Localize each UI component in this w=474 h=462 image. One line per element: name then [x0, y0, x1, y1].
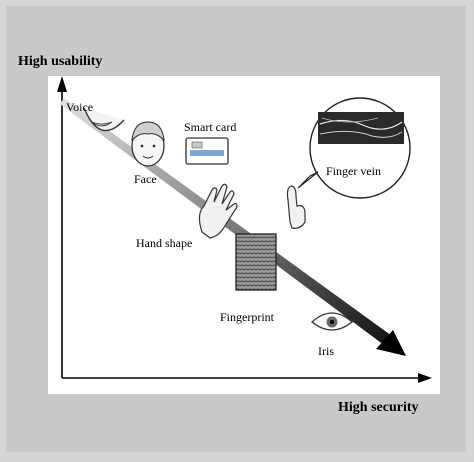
voice-icon: [83, 107, 125, 132]
iris-icon: [310, 312, 354, 331]
x-axis: [62, 373, 432, 383]
x-axis-title: High security: [338, 400, 419, 415]
face-label: Face: [134, 172, 157, 186]
iris-label: Iris: [318, 344, 334, 358]
finger-icon: [286, 185, 306, 229]
hand-shape-icon: [198, 183, 238, 239]
fingerprint-label: Fingerprint: [220, 310, 274, 324]
y-axis-title: High usability: [18, 54, 103, 69]
voice-label: Voice: [66, 100, 94, 114]
smart-card-icon: [185, 137, 229, 165]
hand-shape-label: Hand shape: [136, 236, 193, 250]
finger-vein-label: Finger vein: [326, 164, 381, 178]
smart-card-label: Smart card: [184, 120, 237, 134]
y-axis: [57, 76, 67, 378]
finger-vein-bubble: [297, 97, 411, 199]
face-icon: [131, 121, 165, 167]
fingerprint-icon: [235, 233, 277, 291]
